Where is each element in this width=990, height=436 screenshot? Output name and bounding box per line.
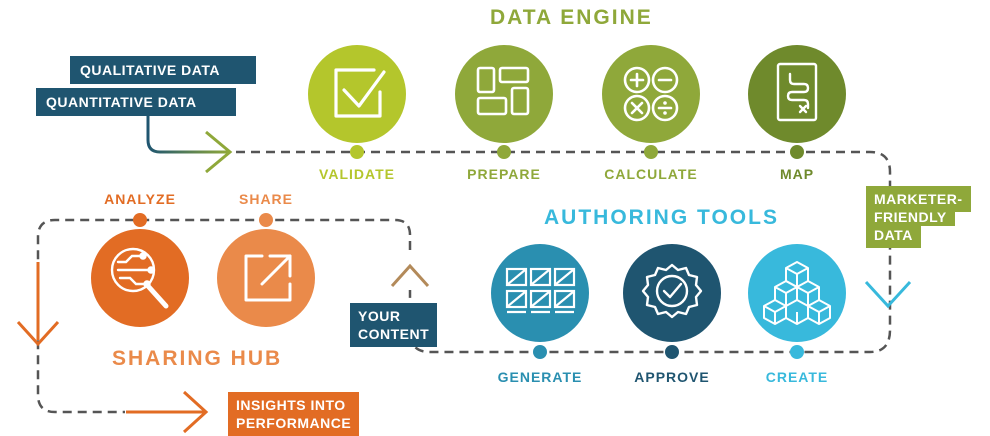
grid-pages-icon [505,267,576,314]
qualitative-data-tag: QUALITATIVE DATA [70,56,256,84]
math-operators-icon [623,66,679,122]
data-engine-path [236,150,892,354]
generate-dot [533,345,547,359]
validate-dot [350,145,364,159]
checkbox-icon [334,68,386,118]
insights-arrow-head [182,390,209,434]
sharing-hub-path [36,218,412,414]
calculate-step-circle [602,45,700,143]
left-down-arrow-head [16,320,60,347]
marketer-line-3: DATA [874,227,913,243]
magnify-circuit-icon [110,247,169,309]
prepare-step-circle [455,45,553,143]
map-label: MAP [779,166,815,182]
layout-blocks-icon [476,66,530,116]
share-label: SHARE [238,191,294,207]
data-engine-title: DATA ENGINE [490,6,653,29]
create-step-circle [748,244,846,342]
generate-label: GENERATE [497,369,583,385]
approve-dot [665,345,679,359]
create-dot [790,345,804,359]
map-step-circle [748,45,846,143]
quantitative-data-tag: QUANTITATIVE DATA [36,88,236,116]
input-arrow-head [205,130,233,174]
analyze-label: ANALYZE [104,191,176,207]
marketer-line-2: FRIENDLY [874,209,947,225]
analyze-dot [133,213,147,227]
marketer-friendly-data-tag-3: DATA [866,226,921,248]
external-share-icon [244,254,292,302]
prepare-label: PREPARE [467,166,541,182]
create-label: CREATE [765,369,829,385]
approve-step-circle [623,244,721,342]
marketer-friendly-data-tag: MARKETER- [866,186,971,212]
down-arrow-head [864,280,912,309]
marketer-line-1: MARKETER- [874,191,963,207]
validate-step-circle [308,45,406,143]
generate-step-circle [491,244,589,342]
calculate-label: CALCULATE [604,166,698,182]
share-step-circle [217,229,315,327]
your-content-line-2: CONTENT [358,326,430,342]
qualitative-data-text: QUALITATIVE DATA [80,62,220,78]
insights-into-performance-tag: INSIGHTS INTO PERFORMANCE [228,392,360,436]
insights-line-2: PERFORMANCE [236,415,352,431]
marketer-friendly-data-tag-2: FRIENDLY [866,208,955,226]
quantitative-data-text: QUANTITATIVE DATA [46,94,197,110]
document-map-icon [776,62,818,122]
approve-label: APPROVE [634,369,710,385]
prepare-dot [497,145,511,159]
validate-label: VALIDATE [319,166,395,182]
calculate-dot [644,145,658,159]
analyze-step-circle [91,229,189,327]
authoring-tools-title: AUTHORING TOOLS [544,206,779,229]
sharing-hub-title: SHARING HUB [112,347,283,370]
badge-check-icon [641,263,703,319]
up-arrow-head [390,263,430,288]
share-dot [259,213,273,227]
cubes-icon [763,261,831,325]
map-dot [790,145,804,159]
your-content-tag: YOUR CONTENT [350,303,438,347]
insights-line-1: INSIGHTS INTO [236,397,346,413]
input-arrow-line [146,112,228,154]
your-content-line-1: YOUR [358,308,401,324]
